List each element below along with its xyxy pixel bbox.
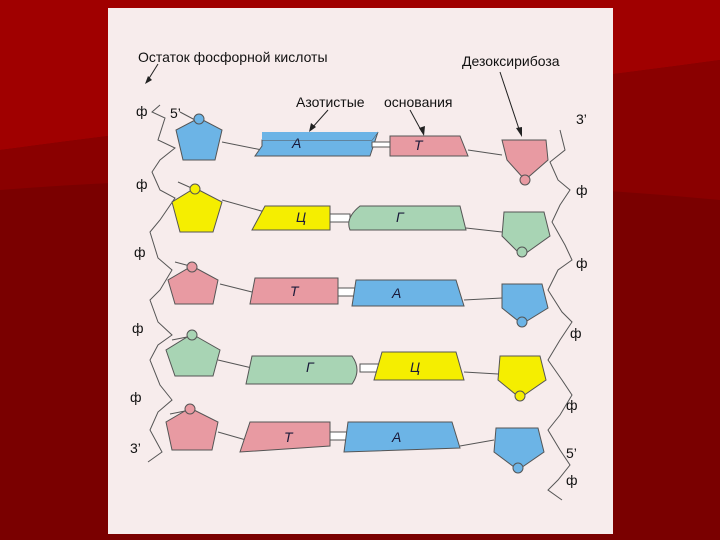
base-plate bbox=[352, 280, 464, 306]
base-letter: А bbox=[391, 285, 401, 301]
base-plate bbox=[390, 136, 468, 156]
phosphate-symbol: ф bbox=[134, 245, 146, 259]
base-plate bbox=[344, 422, 460, 452]
base-letter: Т bbox=[414, 137, 424, 153]
row-3 bbox=[168, 262, 548, 327]
phosphate-symbol: ф bbox=[136, 177, 148, 191]
row-4 bbox=[166, 330, 546, 401]
phosphate-symbol: ф bbox=[132, 321, 144, 335]
phosphate-symbol: ф bbox=[136, 104, 148, 118]
bases-arrow-1 bbox=[312, 110, 328, 128]
phosphate-circle bbox=[515, 391, 525, 401]
sugar-pentagon bbox=[172, 188, 222, 232]
phosphate-circle bbox=[520, 175, 530, 185]
base-plate bbox=[252, 206, 330, 230]
phosphate-symbol: ф bbox=[566, 473, 578, 487]
phosphate-residue-label: Остаток фосфорной кислоты bbox=[138, 50, 328, 64]
sugar-pentagon bbox=[166, 408, 218, 450]
phosphate-symbol: ф bbox=[576, 256, 588, 270]
phosphate-circle bbox=[187, 262, 197, 272]
strand-end-label: 5’ bbox=[170, 106, 181, 120]
nitrogenous-bases-label-2: основания bbox=[384, 95, 453, 109]
phosphate-circle bbox=[513, 463, 523, 473]
base-letter: Ц bbox=[410, 359, 420, 375]
deoxyribose-arrow bbox=[500, 72, 520, 132]
base-letter: А bbox=[291, 135, 301, 151]
deoxyribose-label: Дезоксирибоза bbox=[462, 54, 560, 68]
phosphate-circle bbox=[517, 317, 527, 327]
base-plate bbox=[349, 206, 466, 230]
strand-end-label: 3’ bbox=[576, 112, 587, 126]
strand-end-label: 3’ bbox=[130, 441, 141, 455]
phosphate-symbol: ф bbox=[566, 398, 578, 412]
phosphate-symbol: ф bbox=[130, 390, 142, 404]
phosphate-symbol: ф bbox=[570, 326, 582, 340]
row-5 bbox=[166, 404, 544, 473]
phosphate-circle bbox=[187, 330, 197, 340]
row-1 bbox=[176, 112, 548, 185]
base-letter: А bbox=[391, 429, 401, 445]
strand-end-label: 5’ bbox=[566, 446, 577, 460]
phosphate-symbol: ф bbox=[576, 183, 588, 197]
nitrogenous-bases-label-1: Азотистые bbox=[296, 95, 365, 109]
phosphate-circle bbox=[517, 247, 527, 257]
phosphate-circle bbox=[185, 404, 195, 414]
phosphate-circle bbox=[190, 184, 200, 194]
base-letter: Ц bbox=[296, 209, 306, 225]
row-2 bbox=[172, 182, 550, 257]
base-plate bbox=[246, 356, 357, 384]
base-letter: Т bbox=[290, 283, 300, 299]
sugar-pentagon bbox=[502, 140, 548, 180]
base-letter: Т bbox=[284, 429, 294, 445]
phosphate-circle bbox=[194, 114, 204, 124]
